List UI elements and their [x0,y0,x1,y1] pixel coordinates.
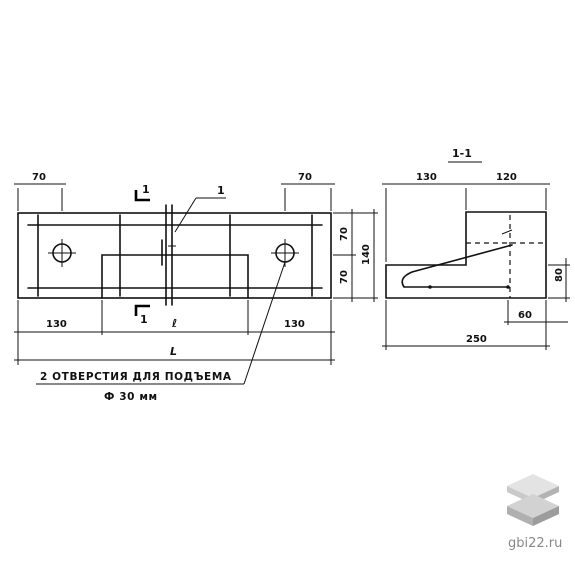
section-dim-overall: 250 [466,334,487,345]
logo-slab-bottom-side [533,506,559,526]
section-dim-top-right: 120 [496,172,517,183]
dim-bottom-right: 130 [284,319,305,330]
tick [501,229,513,235]
note-line-1: 2 ОТВЕРСТИЯ ДЛЯ ПОДЪЕМА [40,371,232,383]
logo-slab-bottom-side [507,506,533,526]
section-dim-right: 80 [554,268,565,282]
plan-outline [17,212,332,299]
plan-recess [101,254,249,299]
section-mark-top [134,190,150,202]
section-outline [385,211,547,299]
dim-top-left: 70 [32,172,46,183]
callout-label: 1 [217,184,225,197]
dim-bottom-mid: ℓ [171,317,177,330]
section-title: 1-1 [452,147,472,160]
note-leader [243,261,286,385]
section-dim-60: 60 [518,310,532,321]
plan-view: 1 1 1 70 70 130 ℓ 130 L 70 70 14 [14,172,378,403]
rebar-dot [428,285,432,289]
dim-right-upper: 70 [339,227,350,241]
dim-top-right: 70 [298,172,312,183]
site-watermark: gbi22.ru [508,536,563,551]
dim-bottom-left: 130 [46,319,67,330]
rebar-dot [506,285,510,289]
section-mark-label: 1 [142,183,150,196]
stacked-slabs-logo-icon [507,474,559,526]
dim-right-lower: 70 [339,270,350,284]
note-line-2: Ф 30 мм [104,391,158,403]
rebar-hook [401,244,513,288]
section-view: 1-1 130 120 80 60 250 [382,147,570,350]
section-dim-top-left: 130 [416,172,437,183]
section-mark-label: 1 [140,313,148,326]
dim-right-total: 140 [361,244,372,265]
callout-leader [174,197,197,233]
section-mark-bottom [134,304,150,316]
dim-overall: L [170,345,177,358]
